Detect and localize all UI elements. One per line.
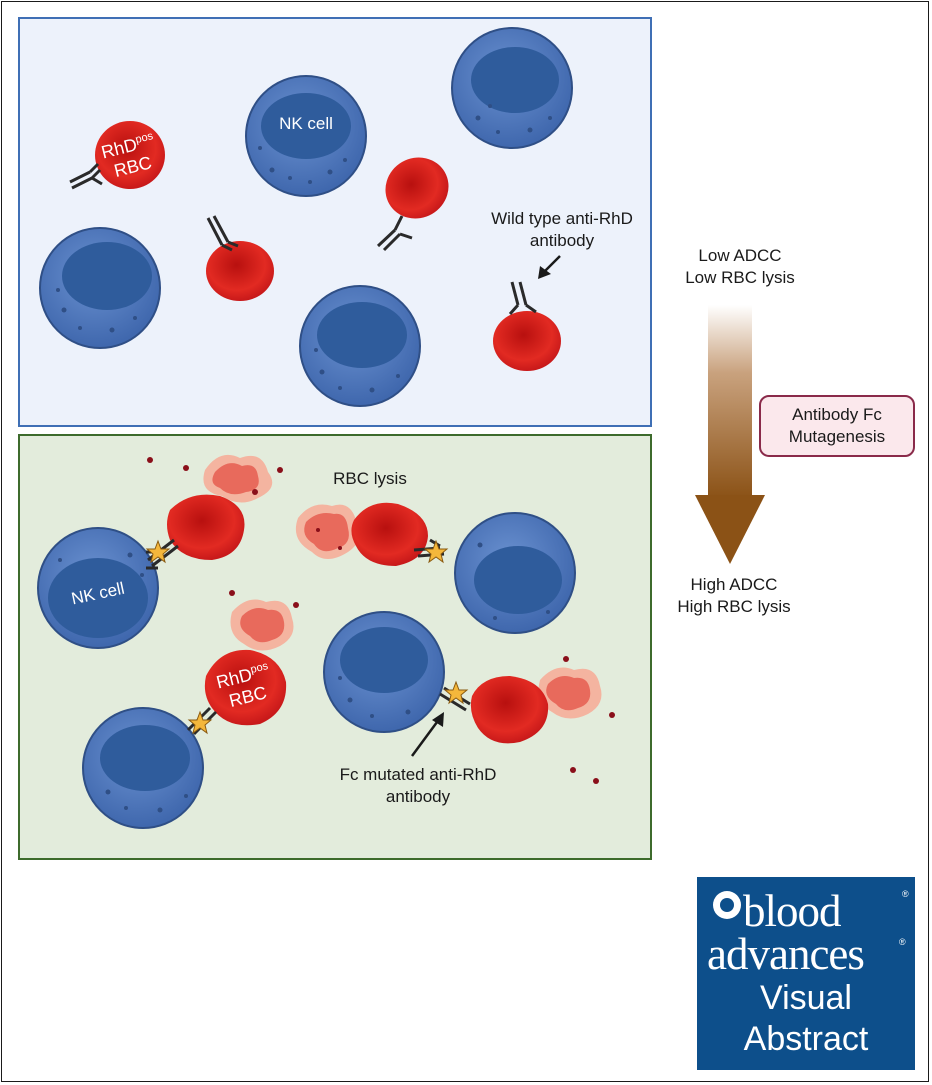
logo-word-advances: advances — [707, 929, 865, 979]
nk-cell — [37, 527, 159, 649]
blood-advances-logo: blood ® advances ® Visual Abstract — [697, 877, 915, 1070]
antibody — [508, 281, 537, 315]
rbc — [206, 241, 274, 301]
nk-cell — [39, 227, 161, 349]
antibody — [376, 215, 413, 252]
rbc — [167, 494, 245, 560]
rbc-lysis-label: RBC lysis — [333, 469, 407, 488]
nk-cell — [245, 75, 367, 197]
nk-cell-label: NK cell — [279, 114, 333, 133]
rbc — [493, 311, 561, 371]
nk-cell — [299, 285, 421, 407]
rbc — [95, 121, 165, 189]
logo-registered-mark: ® — [902, 889, 909, 899]
antibody — [206, 215, 239, 252]
wild-type-pointer-arrow — [538, 255, 561, 279]
ash-seal-icon — [713, 891, 741, 919]
rbc — [351, 502, 428, 566]
rbc — [204, 649, 287, 726]
logo-word-blood: blood — [743, 886, 842, 936]
fc-mutated-pointer-arrow — [410, 712, 444, 757]
nk-cell — [323, 611, 445, 733]
rbc — [470, 676, 549, 744]
adcc-increase-arrow — [695, 305, 765, 564]
nk-cell — [82, 707, 204, 829]
star-icon — [145, 539, 469, 735]
nk-cell — [451, 27, 573, 149]
nk-cell — [454, 512, 576, 634]
rbc — [385, 157, 449, 219]
lysis-debris — [147, 454, 615, 784]
logo-word-abstract: Abstract — [743, 1020, 869, 1058]
antibody — [69, 162, 103, 190]
logo-registered-mark: ® — [899, 937, 906, 947]
logo-word-visual: Visual — [760, 979, 852, 1017]
